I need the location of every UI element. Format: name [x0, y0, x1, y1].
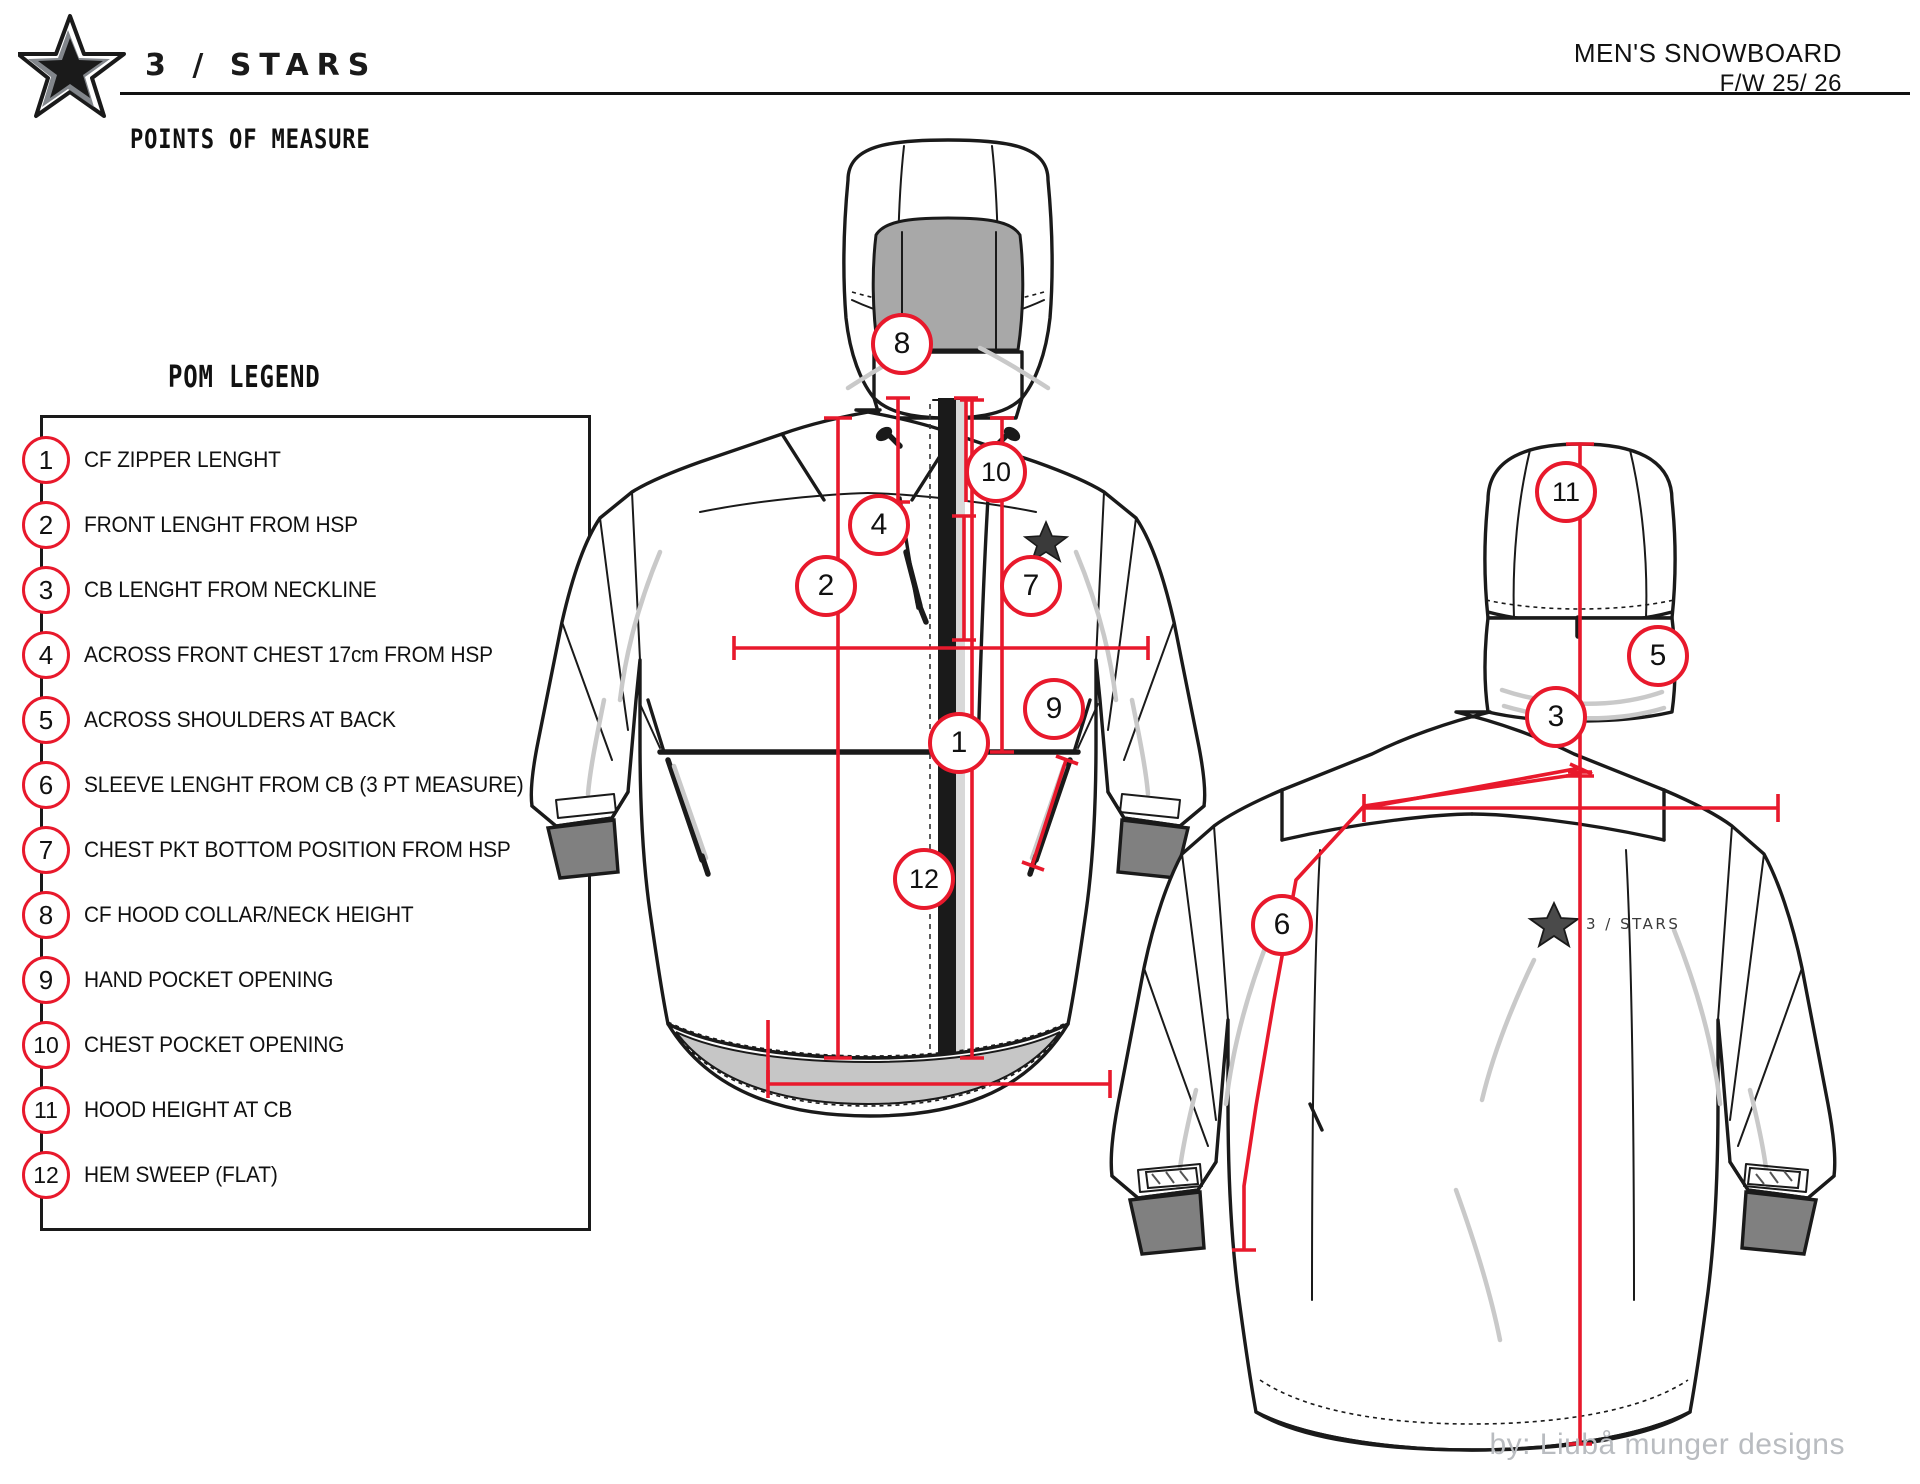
measure-marker-1-front[interactable]: 1 [928, 712, 990, 774]
legend-badge-2: 2 [22, 501, 70, 549]
legend-item-3: 3 CB LENGHT FROM NECKLINE [22, 566, 392, 614]
legend-label-8: CF HOOD COLLAR/NECK HEIGHT [84, 902, 414, 927]
back-jacket-view: 3 / STARS [1109, 442, 1837, 1452]
measure-marker-11-back[interactable]: 11 [1535, 461, 1597, 523]
measure-marker-3-back[interactable]: 3 [1525, 686, 1587, 748]
header-divider [120, 92, 1910, 95]
legend-badge-9: 9 [22, 956, 70, 1004]
measure-marker-10-front[interactable]: 10 [965, 441, 1027, 503]
legend-item-7: 7 CHEST PKT BOTTOM POSITION FROM HSP [22, 826, 533, 874]
measure-marker-6-back[interactable]: 6 [1251, 894, 1313, 956]
legend-item-12: 12 HEM SWEEP (FLAT) [22, 1151, 288, 1199]
legend-badge-10: 10 [22, 1021, 70, 1069]
legend-item-6: 6 SLEEVE LENGHT FROM CB (3 PT MEASURE) [22, 761, 547, 809]
legend-label-5: ACROSS SHOULDERS AT BACK [84, 707, 396, 732]
legend-label-11: HOOD HEIGHT AT CB [84, 1097, 293, 1122]
legend-badge-4: 4 [22, 631, 70, 679]
legend-item-1: 1 CF ZIPPER LENGHT [22, 436, 291, 484]
measure-marker-9-front[interactable]: 9 [1023, 678, 1085, 740]
legend-label-7: CHEST PKT BOTTOM POSITION FROM HSP [84, 837, 511, 862]
legend-badge-12: 12 [22, 1151, 70, 1199]
legend-item-5: 5 ACROSS SHOULDERS AT BACK [22, 696, 412, 744]
legend-title: POM LEGEND [168, 360, 321, 395]
legend-item-11: 11 HOOD HEIGHT AT CB [22, 1086, 303, 1134]
legend-badge-11: 11 [22, 1086, 70, 1134]
legend-label-10: CHEST POCKET OPENING [84, 1032, 345, 1057]
legend-label-12: HEM SWEEP (FLAT) [84, 1162, 278, 1187]
legend-label-2: FRONT LENGHT FROM HSP [84, 512, 358, 537]
legend-item-8: 8 CF HOOD COLLAR/NECK HEIGHT [22, 891, 431, 939]
legend-label-1: CF ZIPPER LENGHT [84, 447, 281, 472]
pom-legend-box [40, 415, 591, 1231]
measure-marker-12-front[interactable]: 12 [893, 848, 955, 910]
measure-marker-5-back[interactable]: 5 [1627, 625, 1689, 687]
front-jacket-view [529, 138, 1207, 1118]
legend-badge-1: 1 [22, 436, 70, 484]
measure-marker-8-front[interactable]: 8 [871, 313, 933, 375]
designer-credit: by: Liubå munger designs [1489, 1428, 1845, 1461]
cuff-logo-patch-right [1746, 1166, 1802, 1190]
legend-label-9: HAND POCKET OPENING [84, 967, 334, 992]
measure-marker-4-front[interactable]: 4 [848, 494, 910, 556]
back-star-logo: 3 / STARS [1527, 900, 1680, 949]
measure-marker-7-front[interactable]: 7 [1000, 555, 1062, 617]
page-title: POINTS OF MEASURE [130, 124, 371, 155]
legend-badge-8: 8 [22, 891, 70, 939]
legend-badge-3: 3 [22, 566, 70, 614]
legend-badge-5: 5 [22, 696, 70, 744]
legend-item-4: 4 ACROSS FRONT CHEST 17cm FROM HSP [22, 631, 514, 679]
legend-label-4: ACROSS FRONT CHEST 17cm FROM HSP [84, 642, 493, 667]
page-header: 3 / STARS POINTS OF MEASURE MEN'S SNOWBO… [0, 0, 1920, 155]
cuff-logo-patch-left [1144, 1166, 1200, 1190]
measure-marker-2-front[interactable]: 2 [795, 555, 857, 617]
legend-item-2: 2 FRONT LENGHT FROM HSP [22, 501, 372, 549]
legend-label-3: CB LENGHT FROM NECKLINE [84, 577, 377, 602]
spec-category: MEN'S SNOWBOARD [1573, 38, 1842, 68]
legend-badge-6: 6 [22, 761, 70, 809]
brand-name: 3 / STARS [145, 48, 378, 83]
legend-badge-7: 7 [22, 826, 70, 874]
legend-item-9: 9 HAND POCKET OPENING [22, 956, 346, 1004]
star-logo-icon [18, 14, 126, 118]
spec-season: F/W 25/ 26 [1719, 70, 1842, 97]
back-logo-text: 3 / STARS [1586, 915, 1680, 933]
legend-label-6: SLEEVE LENGHT FROM CB (3 PT MEASURE) [84, 772, 524, 797]
legend-item-10: 10 CHEST POCKET OPENING [22, 1021, 358, 1069]
